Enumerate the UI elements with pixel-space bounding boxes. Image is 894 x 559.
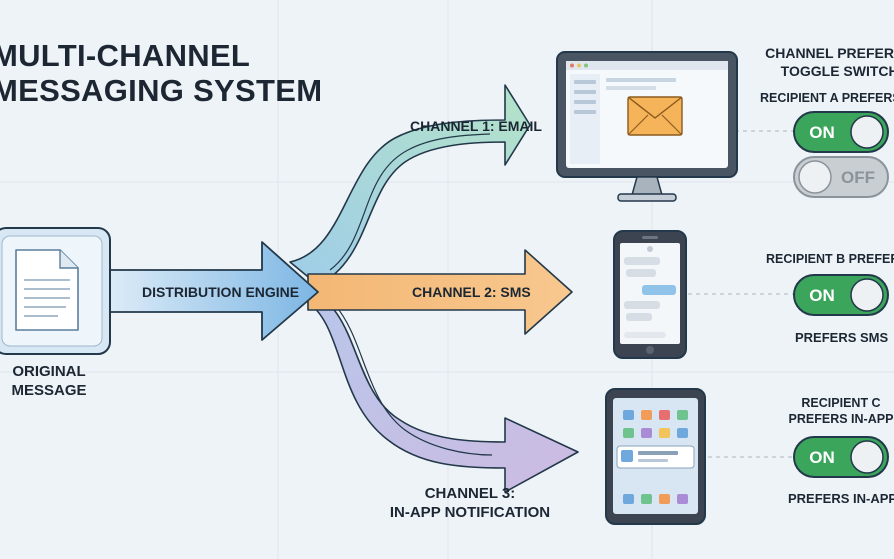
channel-email-label: CHANNEL 1: EMAIL	[410, 118, 542, 134]
title-line-1: MULTI-CHANNEL	[0, 38, 251, 73]
recipient-c-on-toggle[interactable]: ON	[793, 436, 889, 478]
recipient-b-footer: PREFERS SMS	[795, 330, 889, 345]
channel-inapp-arrow	[304, 289, 579, 493]
channel-sms-label: CHANNEL 2: SMS	[412, 284, 531, 300]
recipient-a-on-toggle[interactable]: ON	[793, 111, 889, 153]
diagram-title: MULTI-CHANNEL MESSAGING SYSTEM	[0, 38, 322, 108]
svg-text:ON: ON	[809, 286, 835, 305]
desktop-email-icon	[556, 51, 738, 202]
channel-inapp-label: CHANNEL 3: IN-APP NOTIFICATION	[389, 485, 551, 521]
svg-text:ON: ON	[809, 448, 835, 467]
preference-connectors	[688, 130, 795, 458]
recipient-b-label: RECIPIENT B PREFERS SMS	[766, 252, 894, 266]
svg-text:ON: ON	[809, 123, 835, 142]
channel-sms-arrow	[307, 249, 573, 335]
channel-email-arrow	[289, 84, 531, 286]
recipient-a-label: RECIPIENT A PREFERS EMAIL	[760, 91, 894, 105]
recipient-c-label: RECIPIENT C PREFERS IN-APP	[788, 396, 894, 426]
title-line-2: MESSAGING SYSTEM	[0, 73, 323, 108]
recipient-c-footer: PREFERS IN-APP	[788, 491, 894, 506]
svg-text:OFF: OFF	[841, 168, 875, 187]
tablet-notification-icon	[605, 388, 706, 525]
recipient-b-on-toggle[interactable]: ON	[793, 274, 889, 316]
distribution-engine-label: DISTRIBUTION ENGINE	[142, 284, 300, 300]
preferences-header: CHANNEL PREFERENCE TOGGLE SWITCHES	[765, 45, 894, 79]
original-message-document-icon	[0, 227, 111, 355]
smartphone-sms-icon	[613, 230, 687, 359]
distribution-engine-arrow	[109, 241, 319, 341]
original-message-label: ORIGINAL MESSAGE	[11, 363, 87, 399]
recipient-a-off-toggle[interactable]: OFF	[793, 156, 889, 198]
